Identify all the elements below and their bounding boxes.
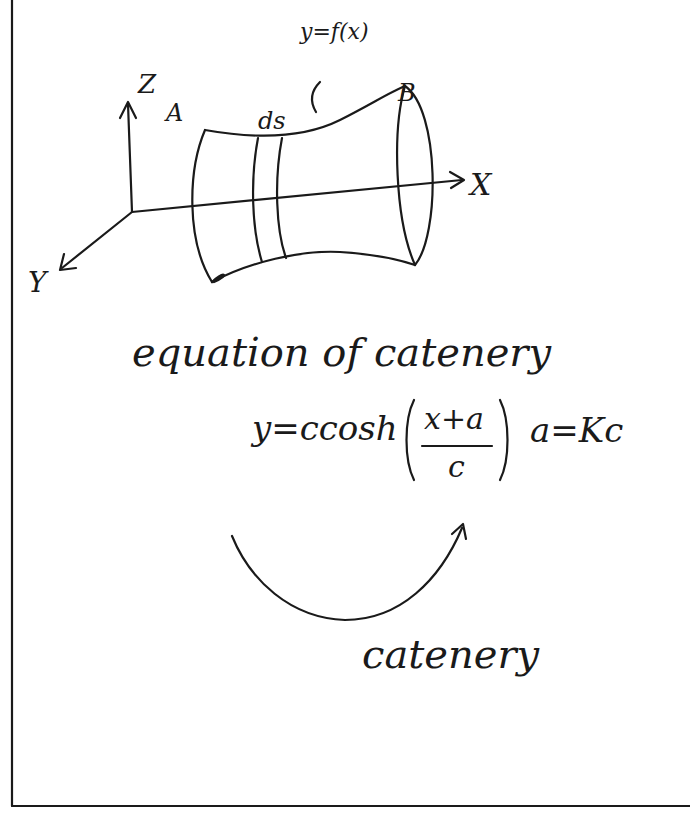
surface-profile [205, 86, 405, 136]
catenary-curve [232, 528, 462, 620]
surface-profile [212, 252, 415, 282]
surface-end [397, 86, 415, 265]
ring-element [277, 138, 286, 258]
axis-arrowhead [120, 102, 136, 118]
ring-element [253, 138, 262, 262]
fraction-bar [422, 445, 492, 447]
axis-arrowhead [60, 254, 76, 270]
equation-text: x+a [424, 402, 484, 435]
element-label: ds [258, 108, 286, 134]
note-text: equation of catenery [132, 330, 551, 374]
x-axis [132, 180, 462, 212]
curve-label: y=f(x) [300, 20, 369, 44]
page-border [12, 805, 690, 807]
page-border [11, 0, 13, 806]
equation-text: a=Kc [530, 412, 623, 449]
surface-end [192, 130, 212, 282]
axis-label: Y [28, 268, 46, 299]
axis-arrowhead [450, 172, 464, 188]
surface-end [405, 86, 433, 265]
y-axis [62, 212, 132, 268]
axis-label: Z [138, 70, 156, 99]
axis-label: X [470, 168, 491, 201]
equation-text: c [448, 450, 465, 483]
leader-line [312, 82, 320, 112]
z-axis [128, 104, 132, 212]
curve-label: catenery [362, 632, 539, 676]
curve-arrowhead [452, 524, 466, 539]
parenthesis [500, 400, 508, 480]
point-label: A [166, 100, 183, 126]
parenthesis [407, 400, 415, 480]
equation-text: y=ccosh [252, 410, 398, 447]
point-label: B [398, 80, 416, 106]
